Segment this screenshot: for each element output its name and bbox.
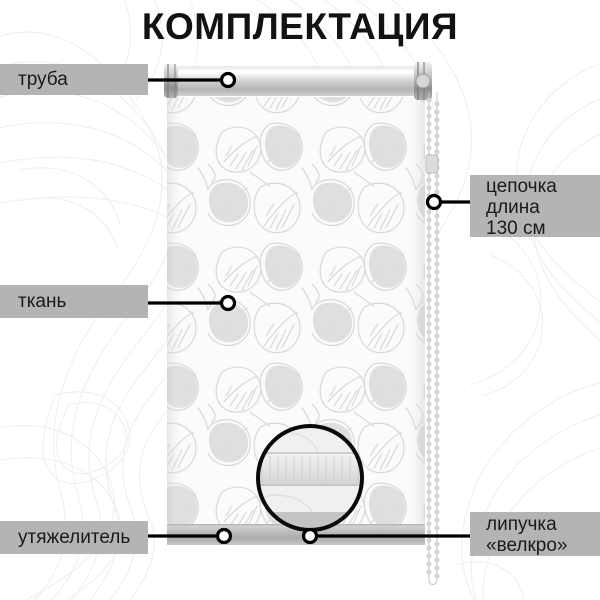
callout-label-tsepochka-line-3: 130 см bbox=[486, 217, 546, 239]
callout-label-truba-line-1: труба bbox=[18, 69, 68, 90]
marker-dot-truba bbox=[219, 71, 237, 89]
marker-dot-tsepochka bbox=[425, 193, 443, 211]
marker-dot-utyazhelitel bbox=[215, 527, 233, 545]
callout-label-tkan-line-1: ткань bbox=[18, 291, 67, 312]
callout-label-tsepochka-line-2: длина bbox=[486, 196, 540, 218]
callout-label-tsepochka: цепочка длина 130 см bbox=[470, 175, 600, 239]
callout-label-tsepochka-line-1: цепочка bbox=[486, 175, 557, 197]
callout-label-utyazhelitel: утяжелитель bbox=[0, 521, 148, 554]
callout-label-truba: труба bbox=[0, 64, 148, 95]
marker-dot-tkan bbox=[219, 294, 237, 312]
callout-label-lipuchka: липучка «велкро» bbox=[470, 512, 600, 556]
marker-dot-lipuchka bbox=[301, 527, 319, 545]
page-title: КОМПЛЕКТАЦИЯ bbox=[141, 6, 459, 47]
callout-label-lipuchka-line-1: липучка bbox=[486, 513, 557, 535]
callout-label-tkan: ткань bbox=[0, 285, 148, 318]
callout-label-lipuchka-line-2: «велкро» bbox=[486, 534, 568, 556]
callout-label-utyazhelitel-line-1: утяжелитель bbox=[18, 527, 131, 548]
velcro-zoom-circle bbox=[256, 424, 364, 532]
control-chain bbox=[425, 92, 440, 585]
